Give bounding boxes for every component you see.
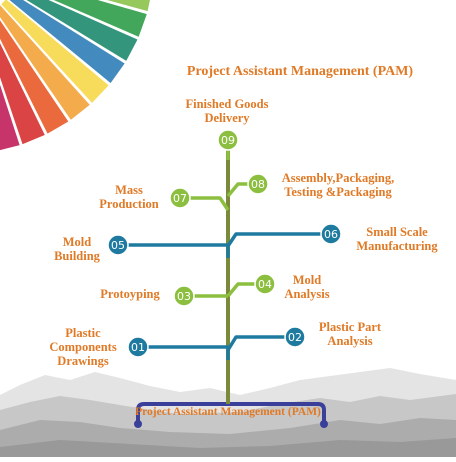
step-label-assembly-packaging: Assembly,Packaging, Testing &Packaging — [281, 171, 395, 199]
diagram-nodes: 01 02 03 04 05 06 07 08 09 — [107, 129, 342, 358]
branch-02 — [226, 335, 295, 351]
color-swatch-fan-decoration — [0, 0, 151, 152]
swatch-strip — [0, 0, 111, 105]
branch-06 — [226, 232, 331, 247]
step-number-07: 07 — [173, 192, 187, 205]
step-number-03: 03 — [177, 290, 191, 303]
step-node-02 — [284, 326, 306, 348]
swatch-strip — [0, 40, 47, 146]
step-label-mold-building: Mold Building — [54, 235, 100, 263]
base-title: Project Assistant Management (PAM) — [135, 406, 321, 418]
swatch-strip — [103, 0, 151, 13]
swatch-strip — [7, 0, 127, 85]
branch-01 — [138, 345, 230, 360]
mountain-landscape-decoration — [0, 368, 456, 457]
swatch-strip — [0, 3, 92, 122]
step-label-small-scale-manufacturing: Small Scale Manufacturing — [356, 225, 438, 253]
step-number-09: 09 — [221, 134, 235, 147]
diagram-base-bar — [134, 402, 328, 428]
diagram-title: Project Assistant Management (PAM) — [186, 64, 414, 79]
step-node-03 — [173, 285, 195, 307]
step-label-plastic-part-analysis: Plastic Part Analysis — [318, 320, 382, 348]
step-label-mold-analysis: Mold Analysis — [284, 273, 330, 301]
step-label-protoyping: Protoyping — [100, 287, 160, 301]
swatch-strip — [0, 81, 21, 152]
swatch-strip — [24, 0, 139, 63]
step-number-06: 06 — [324, 228, 338, 241]
step-label-plastic-components-drawings: Plastic Components Drawings — [49, 326, 117, 368]
step-number-01: 01 — [131, 341, 145, 354]
step-node-05 — [107, 234, 129, 256]
step-label-finished-goods-delivery: Finished Goods Delivery — [185, 97, 269, 125]
step-node-07 — [169, 187, 191, 209]
step-node-08 — [247, 173, 269, 195]
branch-07 — [180, 196, 230, 211]
branch-05 — [118, 243, 230, 258]
step-number-04: 04 — [258, 278, 272, 291]
step-number-02: 02 — [288, 331, 302, 344]
step-number-08: 08 — [251, 178, 265, 191]
swatch-strip — [51, 0, 149, 39]
step-number-05: 05 — [111, 239, 125, 252]
step-node-06 — [320, 223, 342, 245]
step-label-mass-production: Mass Production — [99, 183, 159, 211]
step-node-04 — [254, 273, 276, 295]
step-node-09 — [217, 129, 239, 151]
step-node-01 — [127, 336, 149, 358]
swatch-strip — [0, 18, 70, 136]
